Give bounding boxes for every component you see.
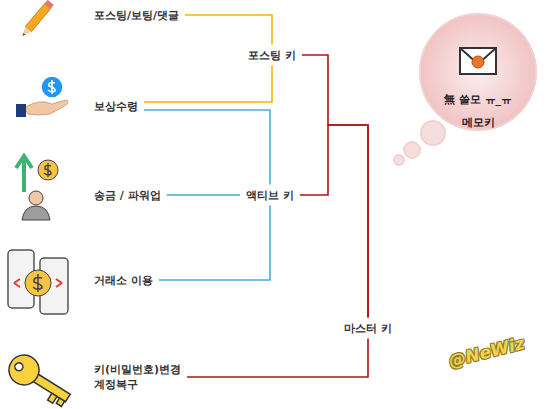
connector-line xyxy=(159,206,270,281)
connector-line xyxy=(144,110,270,185)
feature-label-text: 포스팅/보팅/댓글 xyxy=(94,8,179,23)
key-label: 액티브 키 xyxy=(240,185,300,206)
exchange-phones-icon xyxy=(8,250,68,314)
pencil-icon xyxy=(19,0,53,39)
connector-line xyxy=(300,125,368,318)
connector-line xyxy=(167,194,240,196)
watermark: @NeWiz xyxy=(447,333,527,371)
connector-line xyxy=(144,66,272,103)
feature-label-text: 송금 / 파워업 xyxy=(94,188,161,203)
key-label: 마스터 키 xyxy=(338,318,398,339)
bubble-text: 無 쓸모 ㅠ_ㅠ xyxy=(444,92,512,107)
feature-label-text: 거래소 이용 xyxy=(94,273,153,288)
envelope-icon xyxy=(460,48,496,74)
connector-line xyxy=(185,15,272,45)
feature-label: 보상수령 xyxy=(88,96,144,117)
thought-bubble-tail xyxy=(394,121,445,165)
connector-line xyxy=(187,339,368,378)
master-key-icon xyxy=(3,349,76,409)
feature-label-text: 보상수령 xyxy=(94,99,138,114)
feature-label-text: 계정복구 xyxy=(94,377,181,392)
bubble-shape xyxy=(418,12,538,132)
bubble-text: 메모키 xyxy=(462,115,495,130)
key-label-text: 마스터 키 xyxy=(344,321,392,336)
feature-label: 거래소 이용 xyxy=(88,270,159,291)
memo-key-bubble: 無 쓸모 ㅠ_ㅠ 메모키 xyxy=(418,12,538,132)
key-label: 포스팅 키 xyxy=(242,45,302,66)
feature-label: 포스팅/보팅/댓글 xyxy=(88,5,185,26)
key-label-text: 포스팅 키 xyxy=(248,48,296,63)
connector-line xyxy=(302,55,368,318)
key-label-text: 액티브 키 xyxy=(246,188,294,203)
feature-label: 키(비밀번호)변경계정복구 xyxy=(88,359,187,395)
feature-label-text: 키(비밀번호)변경 xyxy=(94,362,181,377)
reward-hand-icon xyxy=(16,76,68,117)
transfer-person-icon xyxy=(16,156,58,220)
feature-label: 송금 / 파워업 xyxy=(88,185,167,206)
